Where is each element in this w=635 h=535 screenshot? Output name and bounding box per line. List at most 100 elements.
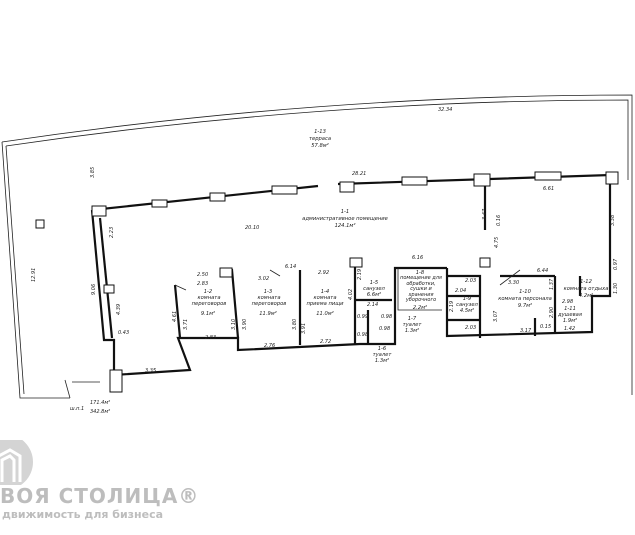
terrace-inner-line bbox=[5, 99, 629, 180]
floor-label: ш.п.1 bbox=[70, 406, 84, 412]
dimension-label: 9.06 bbox=[91, 284, 97, 295]
room-id: 1-13 bbox=[314, 129, 326, 135]
room-area: 6.6м² bbox=[367, 292, 381, 298]
room-1-8: 1-8 помещение для обработки, сушки и хра… bbox=[400, 270, 442, 311]
dimension-label: 0.99 bbox=[357, 314, 368, 320]
room-name: помещение для обработки, сушки и хранени… bbox=[400, 276, 442, 304]
room-id: 1-1 bbox=[341, 209, 349, 215]
dimension-label: 3.35 bbox=[145, 368, 156, 374]
room-area: 124.1м² bbox=[335, 223, 356, 229]
watermark-brand: ВОЯ СТОЛИЦА® bbox=[0, 484, 200, 508]
dimension-label: 0.97 bbox=[613, 258, 619, 270]
room-name: терраса bbox=[309, 136, 331, 142]
dimension-label: 28.21 bbox=[352, 171, 366, 177]
dimension-label: 3.10 bbox=[231, 319, 237, 330]
room-name: административное помещение bbox=[302, 216, 388, 222]
watermark-tagline: движимость для бизнеса bbox=[2, 508, 164, 521]
dimension-label: 4.02 bbox=[348, 289, 354, 300]
dimension-label: 2.23 bbox=[109, 227, 115, 238]
room-id: 1-5 bbox=[370, 280, 379, 286]
room-id: 1-2 bbox=[204, 289, 212, 295]
dimension-label: 1.37 bbox=[549, 278, 555, 290]
dimension-label: 0.43 bbox=[118, 330, 129, 336]
room-area: 9.1м² bbox=[201, 311, 215, 317]
leader-line bbox=[64, 379, 71, 399]
window bbox=[473, 173, 491, 187]
column bbox=[109, 369, 123, 393]
dimension-label: 6.16 bbox=[412, 255, 423, 261]
room-area: 9.7м² bbox=[518, 303, 532, 309]
window bbox=[271, 185, 298, 195]
room-area: 1.3м² bbox=[375, 358, 389, 364]
room-1-6: 1-6 туалет 1.3м² bbox=[373, 346, 393, 364]
window bbox=[91, 205, 107, 217]
dimension-label: 2.83 bbox=[197, 281, 208, 287]
dimension-label: 0.98 bbox=[357, 332, 368, 338]
total-area-2: 342.8м² bbox=[90, 409, 110, 415]
dimension-label: 2.90 bbox=[549, 307, 555, 318]
room-area: 1.9м² bbox=[563, 318, 577, 324]
shaft bbox=[349, 257, 363, 268]
room-name: комната переговоров bbox=[251, 295, 287, 307]
dimension-label: 6.14 bbox=[285, 264, 296, 270]
dimension-label: 3.02 bbox=[258, 276, 269, 282]
dimension-label: 2.03 bbox=[465, 278, 476, 284]
window bbox=[605, 171, 619, 185]
dimension-label: 2.98 bbox=[562, 299, 573, 305]
dimension-label: 2.19 bbox=[449, 301, 455, 312]
column bbox=[35, 219, 45, 229]
room-id: 1-8 bbox=[416, 270, 425, 276]
shaft bbox=[479, 257, 491, 268]
room-area: 11.0м² bbox=[316, 311, 334, 317]
room-name: душевая bbox=[557, 312, 582, 318]
dimension-label: 12.91 bbox=[31, 268, 37, 282]
windows bbox=[91, 171, 619, 294]
room-1-10: 1-10 комната персонала 9.7м² bbox=[498, 289, 552, 309]
dimension-label: 3.91 bbox=[301, 323, 307, 334]
dimension-label: 20.10 bbox=[245, 225, 259, 231]
room-1-11: 1-11 душевая 1.9м² bbox=[557, 306, 582, 324]
window bbox=[534, 171, 562, 181]
shaft bbox=[219, 267, 233, 278]
room-id: 1-9 bbox=[463, 296, 471, 302]
room-area: 1.3м² bbox=[405, 328, 419, 334]
room-name: санузел bbox=[363, 286, 385, 292]
room-1-5: 1-5 санузел 6.6м² bbox=[363, 280, 385, 298]
room-id: 1-12 bbox=[580, 279, 592, 285]
room-name: комната отдыха bbox=[564, 286, 609, 292]
dimension-label: 3.38 bbox=[610, 215, 616, 226]
room-1-7: 1-7 туалет 1.3м² bbox=[403, 316, 423, 334]
window bbox=[151, 199, 168, 208]
room-id: 1-6 bbox=[378, 346, 387, 352]
wall-inner-line bbox=[98, 217, 114, 339]
room-area: 57.8м² bbox=[311, 143, 329, 149]
dimension-label: 0.98 bbox=[379, 326, 390, 332]
room-id: 1-7 bbox=[408, 316, 417, 322]
dimension-label: 3.90 bbox=[242, 319, 248, 330]
room-area: 4.5м² bbox=[460, 308, 474, 314]
dimension-label: 0.98 bbox=[381, 314, 392, 320]
dimension-label: 1.30 bbox=[613, 283, 619, 294]
dimension-label: 2.19 bbox=[357, 269, 363, 280]
room-name: туалет bbox=[373, 352, 393, 358]
room-id: 1-4 bbox=[321, 289, 329, 295]
room-1-9: 1-9 санузел 4.5м² bbox=[456, 296, 478, 314]
room-name: комната переговоров bbox=[191, 295, 227, 307]
dimension-label: 6.61 bbox=[543, 186, 554, 192]
dimension-label: 2.14 bbox=[367, 302, 378, 308]
room-1-3: 1-3 комната переговоров 11.9м² bbox=[251, 289, 287, 317]
window bbox=[103, 284, 115, 294]
dimension-label: 3.17 bbox=[520, 328, 532, 334]
leader-lines bbox=[72, 268, 521, 383]
room-1-2: 1-2 комната переговоров 9.1м² bbox=[191, 289, 227, 317]
room-area: 4.2м² bbox=[579, 293, 593, 299]
dimension-label: 2.50 bbox=[197, 272, 208, 278]
dimension-label: 2.72 bbox=[320, 339, 331, 345]
dimension-label: 2.76 bbox=[264, 343, 275, 349]
dimension-label: 1.42 bbox=[564, 326, 575, 332]
room-1-12: 1-12 комната отдыха 4.2м² bbox=[564, 279, 609, 299]
room-1-1: 1-1 административное помещение 124.1м² bbox=[302, 209, 388, 229]
total-area-1: 171.4м² bbox=[90, 400, 110, 406]
dimension-label: 32.34 bbox=[438, 107, 452, 113]
